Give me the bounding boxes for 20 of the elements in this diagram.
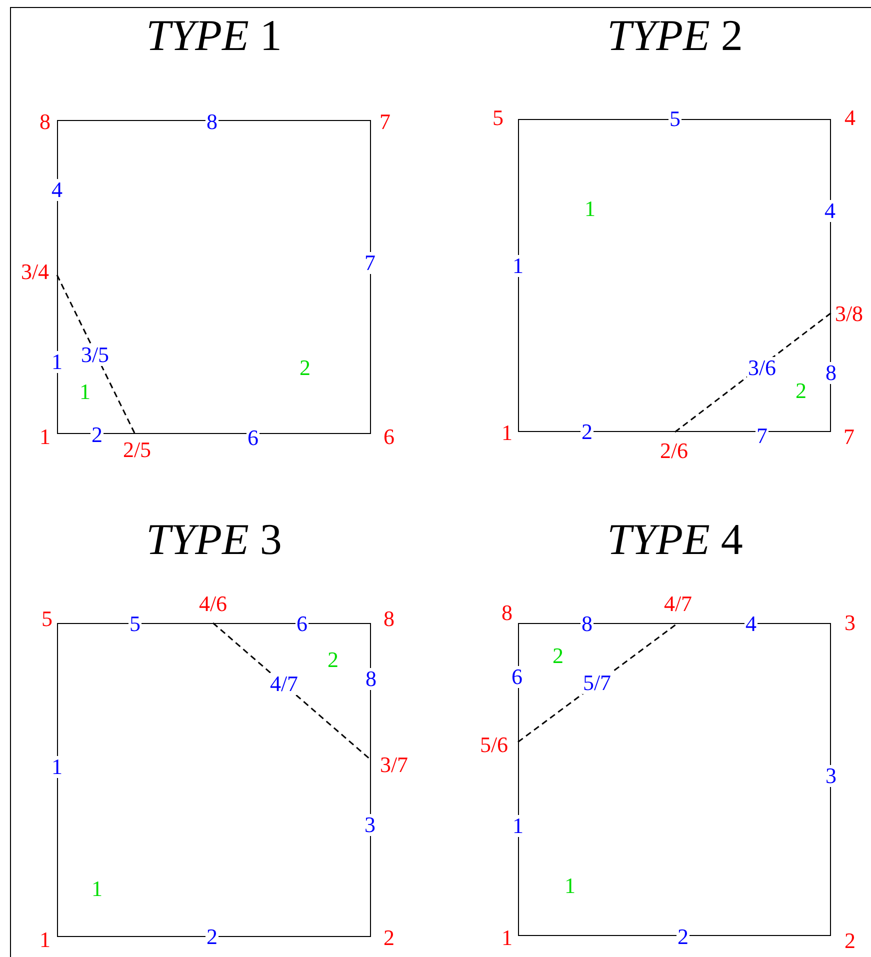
side-number: 4/7	[268, 673, 300, 695]
side-number: 4	[50, 179, 64, 201]
side-number: 8	[824, 362, 838, 384]
side-number: 6	[510, 666, 524, 688]
side-number: 1	[50, 756, 64, 778]
panel-title: TYPE 2	[607, 14, 743, 58]
side-number: 7	[364, 252, 376, 274]
side-number: 1	[50, 351, 64, 373]
side-number: 3	[824, 765, 838, 787]
side-number: 5/7	[582, 672, 612, 694]
panel-title: TYPE 4	[607, 518, 743, 562]
panel-title: TYPE 1	[146, 14, 282, 58]
side-number: 3/6	[746, 357, 778, 379]
panel-title: TYPE 3	[146, 518, 282, 562]
side-number: 1	[512, 255, 524, 277]
side-number: 3	[364, 814, 376, 836]
side-number: 4	[824, 200, 836, 222]
side-number: 8	[364, 668, 378, 690]
side-number: 1	[512, 815, 524, 837]
side-number: 3/5	[80, 344, 110, 366]
